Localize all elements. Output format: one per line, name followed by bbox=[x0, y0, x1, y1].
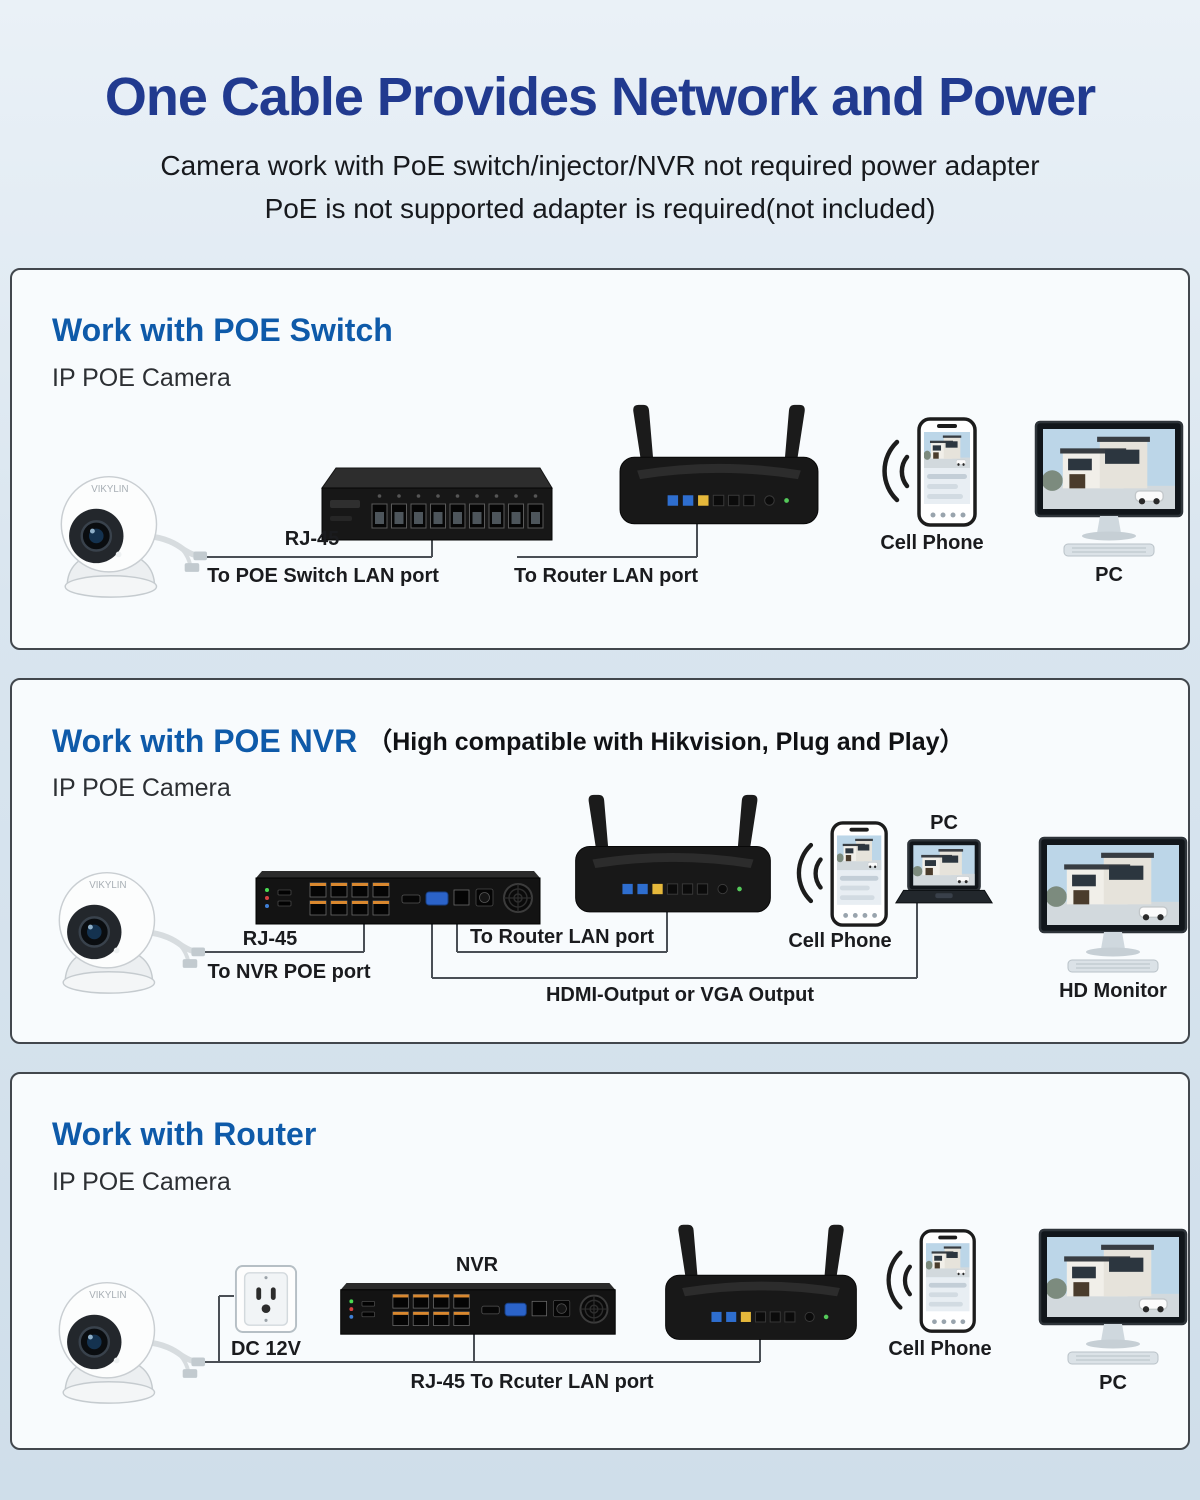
ip-poe-camera-illustration bbox=[36, 862, 206, 998]
label-hd-monitor: HD Monitor bbox=[1059, 980, 1167, 1002]
panel2-title-row: Work with POE NVR （High compatible with … bbox=[52, 722, 965, 760]
label-rj45: RJ-45 bbox=[242, 928, 298, 950]
panel1-camera-label: IP POE Camera bbox=[52, 364, 231, 392]
panel1-title-row: Work with POE Switch bbox=[52, 312, 393, 349]
laptop-pc-illustration bbox=[892, 838, 996, 910]
cell-phone-wifi-icon bbox=[867, 416, 979, 528]
poe-nvr-illustration bbox=[252, 870, 542, 930]
poe-switch-illustration bbox=[318, 462, 554, 546]
hd-monitor-illustration bbox=[1038, 836, 1188, 978]
label-to-poe-switch-lan-port: To POE Switch LAN port bbox=[207, 565, 439, 587]
panel3-title: Work with Router bbox=[52, 1116, 317, 1152]
label-to-nvr-poe-port: To NVR POE port bbox=[207, 961, 371, 983]
panel1-title: Work with POE Switch bbox=[52, 312, 393, 348]
panel2-title: Work with POE NVR bbox=[52, 723, 358, 759]
pc-monitor-illustration bbox=[1038, 1228, 1188, 1370]
nvr-illustration bbox=[336, 1282, 618, 1340]
cell-phone-wifi-icon bbox=[872, 1228, 978, 1334]
label-to-router-lan-port: To Router LAN port bbox=[513, 565, 699, 587]
page-subtitle-line2: PoE is not supported adapter is required… bbox=[264, 193, 936, 224]
panel3-title-row: Work with Router bbox=[52, 1116, 316, 1153]
label-pc: PC bbox=[930, 812, 958, 834]
page-title: One Cable Provides Network and Power bbox=[104, 67, 1096, 127]
panel2-title-note: （High compatible with Hikvision, Plug an… bbox=[367, 728, 965, 756]
label-pc: PC bbox=[1095, 564, 1123, 586]
power-outlet-illustration bbox=[234, 1264, 298, 1334]
label-cell-phone: Cell Phone bbox=[888, 1338, 992, 1360]
cell-phone-wifi-icon bbox=[782, 820, 890, 928]
panel3-camera-label: IP POE Camera bbox=[52, 1168, 231, 1196]
panel2-camera-label: IP POE Camera bbox=[52, 774, 231, 802]
panel-work-with-router: Work with Router IP POE Camera NVR DC 12… bbox=[10, 1072, 1190, 1450]
label-pc: PC bbox=[1099, 1372, 1127, 1394]
label-rj45-to-router-lan-port: RJ-45 To Rcuter LAN port bbox=[410, 1371, 654, 1393]
ip-poe-camera-illustration bbox=[36, 1272, 206, 1408]
panel-work-with-poe-nvr: Work with POE NVR （High compatible with … bbox=[10, 678, 1190, 1044]
pc-monitor-illustration bbox=[1034, 420, 1184, 562]
label-dc-12v: DC 12V bbox=[230, 1338, 302, 1360]
label-cell-phone: Cell Phone bbox=[788, 930, 892, 952]
label-rj45: RJ-45 bbox=[284, 528, 340, 550]
label-hdmi-vga-output: HDMI-Output or VGA Output bbox=[545, 984, 815, 1006]
label-to-router-lan-port: To Router LAN port bbox=[469, 926, 655, 948]
wifi-router-illustration bbox=[570, 792, 776, 928]
ip-poe-camera-illustration bbox=[38, 466, 208, 602]
panel-work-with-poe-switch: Work with POE Switch IP POE Camera RJ-45… bbox=[10, 268, 1190, 650]
label-nvr: NVR bbox=[455, 1254, 499, 1276]
page-subtitle-line1: Camera work with PoE switch/injector/NVR… bbox=[160, 150, 1040, 181]
wifi-router-illustration bbox=[614, 402, 824, 540]
label-cell-phone: Cell Phone bbox=[880, 532, 984, 554]
wifi-router-illustration bbox=[660, 1222, 862, 1355]
